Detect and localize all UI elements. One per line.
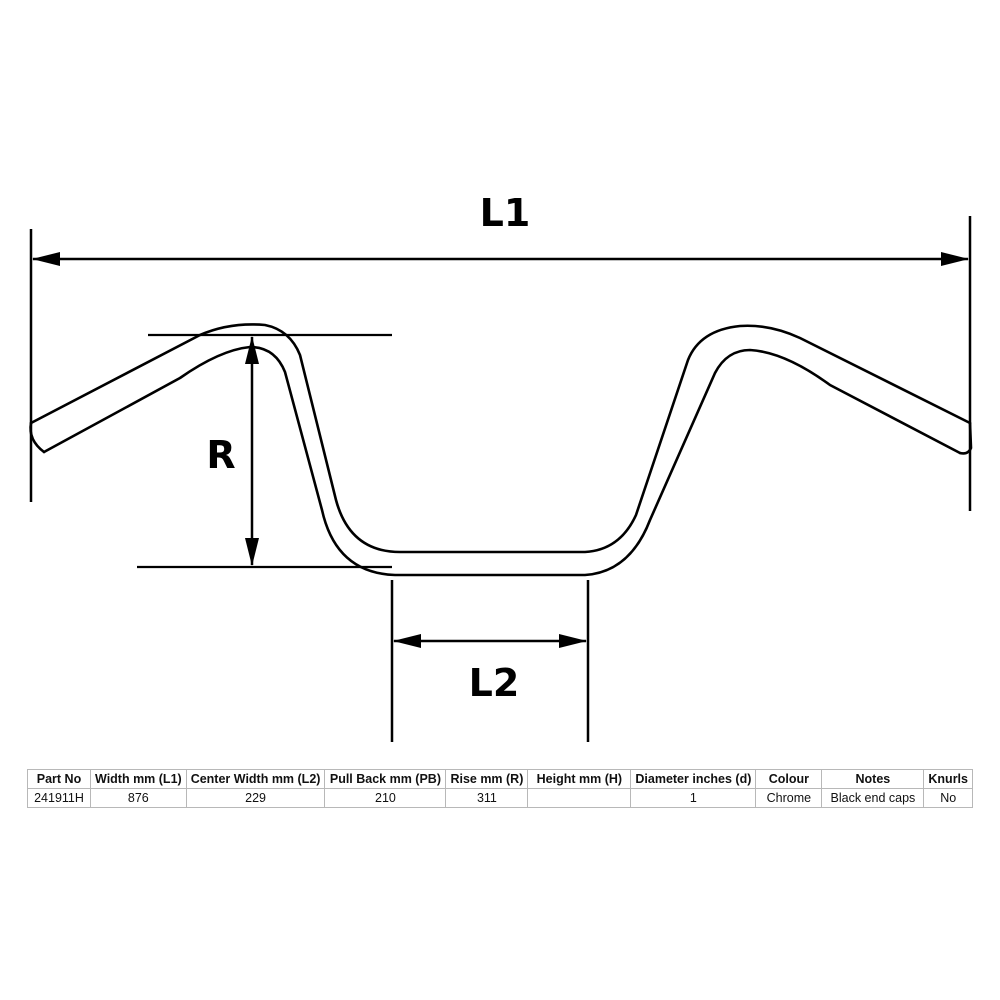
r-dimension: R: [137, 333, 392, 569]
header-width: Width mm (L1): [90, 769, 187, 789]
cell-height: [527, 788, 632, 808]
handlebar-top-edge: [29, 323, 972, 554]
header-pull-back: Pull Back mm (PB): [324, 769, 447, 789]
spec-table-header-row: Part No Width mm (L1) Center Width mm (L…: [27, 769, 973, 789]
cell-knurls: No: [923, 788, 973, 808]
handlebar-dimension-drawing: L1 R L2: [29, 191, 973, 742]
handlebar-outline: [29, 323, 973, 577]
header-center-width: Center Width mm (L2): [185, 769, 326, 789]
cell-pull-back: 210: [324, 788, 447, 808]
l2-label: L2: [469, 661, 520, 705]
cell-part-no: 241911H: [27, 788, 91, 808]
header-rise: Rise mm (R): [445, 769, 529, 789]
cell-width: 876: [90, 788, 187, 808]
header-knurls: Knurls: [923, 769, 973, 789]
cell-rise: 311: [445, 788, 529, 808]
header-notes: Notes: [821, 769, 925, 789]
cell-colour: Chrome: [755, 788, 823, 808]
l1-dimension: L1: [29, 191, 972, 511]
handlebar-left-end-cap: [29, 421, 46, 454]
header-part-no: Part No: [27, 769, 91, 789]
header-diameter: Diameter inches (d): [630, 769, 757, 789]
header-colour: Colour: [755, 769, 823, 789]
cell-diameter: 1: [630, 788, 757, 808]
spec-table: Part No Width mm (L1) Center Width mm (L…: [27, 769, 973, 808]
cell-notes: Black end caps: [821, 788, 925, 808]
handlebar-bottom-edge: [42, 345, 962, 577]
cell-center-width: 229: [185, 788, 326, 808]
table-row: 241911H 876 229 210 311 1 Chrome Black e…: [27, 788, 973, 808]
header-height: Height mm (H): [527, 769, 632, 789]
l1-label: L1: [480, 191, 531, 235]
handlebar-right-end-cap: [958, 421, 973, 455]
r-label: R: [206, 433, 235, 477]
l2-dimension: L2: [390, 580, 590, 742]
